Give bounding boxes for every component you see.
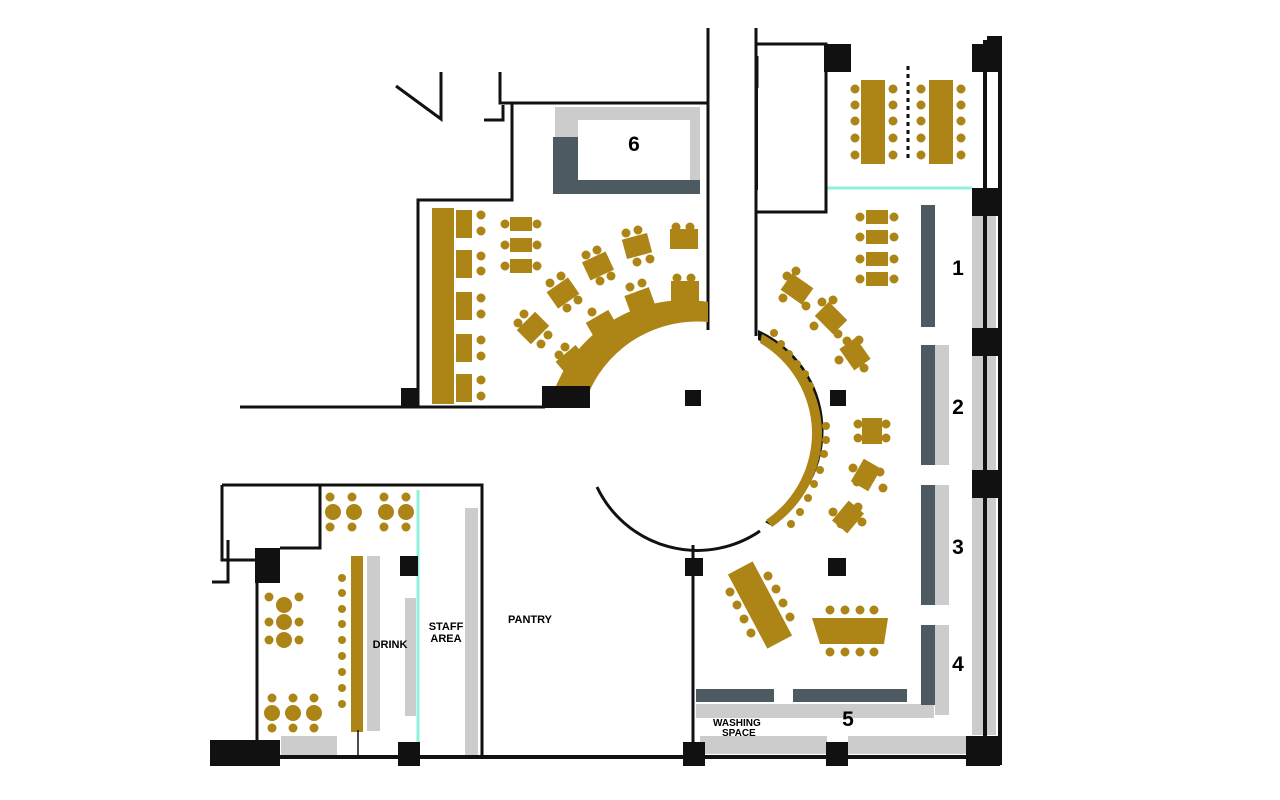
zone-label-3: 3: [952, 536, 964, 559]
atrium-bench-chairs-right: [770, 329, 830, 528]
room-label-drink: DRINK: [373, 639, 408, 651]
banquette: [432, 208, 454, 404]
wall-room6-left: [416, 103, 514, 407]
column: [256, 740, 280, 766]
zone-label-2: 2: [952, 396, 964, 419]
booth-table: [456, 210, 472, 238]
wall-lower-left-b: [222, 483, 322, 550]
counter-light-staff: [405, 598, 416, 716]
atrium: [556, 300, 824, 552]
counter-light-bottom: [281, 736, 337, 756]
wall-lower-left-c: [320, 483, 484, 755]
booth-chairs: [476, 210, 486, 401]
counter-light-washing-right: [848, 736, 970, 754]
counter-light-drink: [367, 556, 380, 731]
wall-room6-top: [498, 72, 708, 105]
zone-label-6: 6: [628, 133, 640, 156]
light-counters: [281, 107, 996, 756]
room-label-washing: WASHING SPACE: [713, 718, 764, 739]
wall-lower-left-a: [220, 485, 258, 562]
furniture: [264, 80, 966, 733]
bar-counter: [351, 556, 363, 732]
zone-label-5: 5: [842, 708, 854, 731]
column: [828, 558, 846, 576]
atrium-bench-left: [556, 300, 708, 390]
room-label-washing-line1: WASHING: [713, 718, 761, 729]
wall-lower-left-stub: [212, 540, 230, 584]
counter-dark-zone2: [921, 345, 935, 465]
counter-light-pantry: [465, 508, 478, 756]
wall-door-swing: [395, 72, 443, 122]
column: [966, 736, 1000, 766]
counter-light-zone6: [555, 107, 700, 180]
counter-dark-zone3: [921, 485, 935, 605]
table-group-right: [725, 210, 899, 657]
room-label-staff-line2: AREA: [430, 633, 461, 645]
booth-table: [456, 250, 472, 278]
column: [972, 328, 1000, 356]
table-group-upper-left: [500, 217, 542, 273]
table-group-lower-left: [264, 492, 414, 733]
column: [400, 556, 418, 576]
bar-stools: [338, 574, 346, 708]
column: [685, 390, 701, 406]
wall-top-right-lower: [757, 188, 828, 214]
zone-label-4: 4: [952, 653, 964, 676]
column: [683, 742, 705, 766]
counter-light-washing-left: [700, 736, 827, 754]
labels: 6 1 2 3 4 5 PANTRY DRINK STAFF AREA WASH…: [373, 133, 965, 739]
counter-dark-zone4: [921, 625, 935, 705]
counter-light-inner2: [935, 345, 949, 465]
column: [255, 548, 280, 583]
column: [972, 470, 1000, 498]
counter-light-zone5: [696, 704, 934, 718]
column: [987, 36, 1001, 56]
column: [826, 742, 848, 766]
walls: [210, 28, 1002, 765]
column: [830, 390, 846, 406]
counter-dark-zone1: [921, 205, 935, 327]
counter-dark-zone5-left: [696, 689, 774, 702]
table-arc-left: [513, 222, 699, 378]
column: [398, 742, 420, 766]
atrium-arc-bottom: [595, 486, 761, 552]
room-label-pantry: PANTRY: [508, 614, 553, 626]
room-label-washing-line2: SPACE: [722, 728, 756, 739]
column: [542, 386, 590, 408]
counter-light-inner3: [935, 485, 949, 605]
table-group-top-right: [850, 80, 966, 164]
columns: [210, 36, 1001, 766]
zone-label-1: 1: [952, 257, 964, 280]
column: [824, 44, 851, 72]
column: [401, 388, 417, 406]
glass-partitions: [416, 186, 972, 745]
atrium-bench-right: [760, 334, 823, 527]
column: [685, 558, 703, 576]
counter-dark-zone6: [553, 137, 700, 194]
booth-table: [456, 374, 472, 402]
wall-stub: [484, 105, 505, 122]
booth-table: [456, 292, 472, 320]
wall-top-right-room: [757, 42, 828, 188]
counter-light-inner4: [935, 625, 949, 715]
booth-table: [456, 334, 472, 362]
column: [210, 740, 258, 766]
room-label-staff-line1: STAFF: [429, 621, 464, 633]
counter-dark-zone5-right: [793, 689, 907, 702]
column: [972, 188, 1000, 216]
dark-counters: [553, 137, 935, 705]
